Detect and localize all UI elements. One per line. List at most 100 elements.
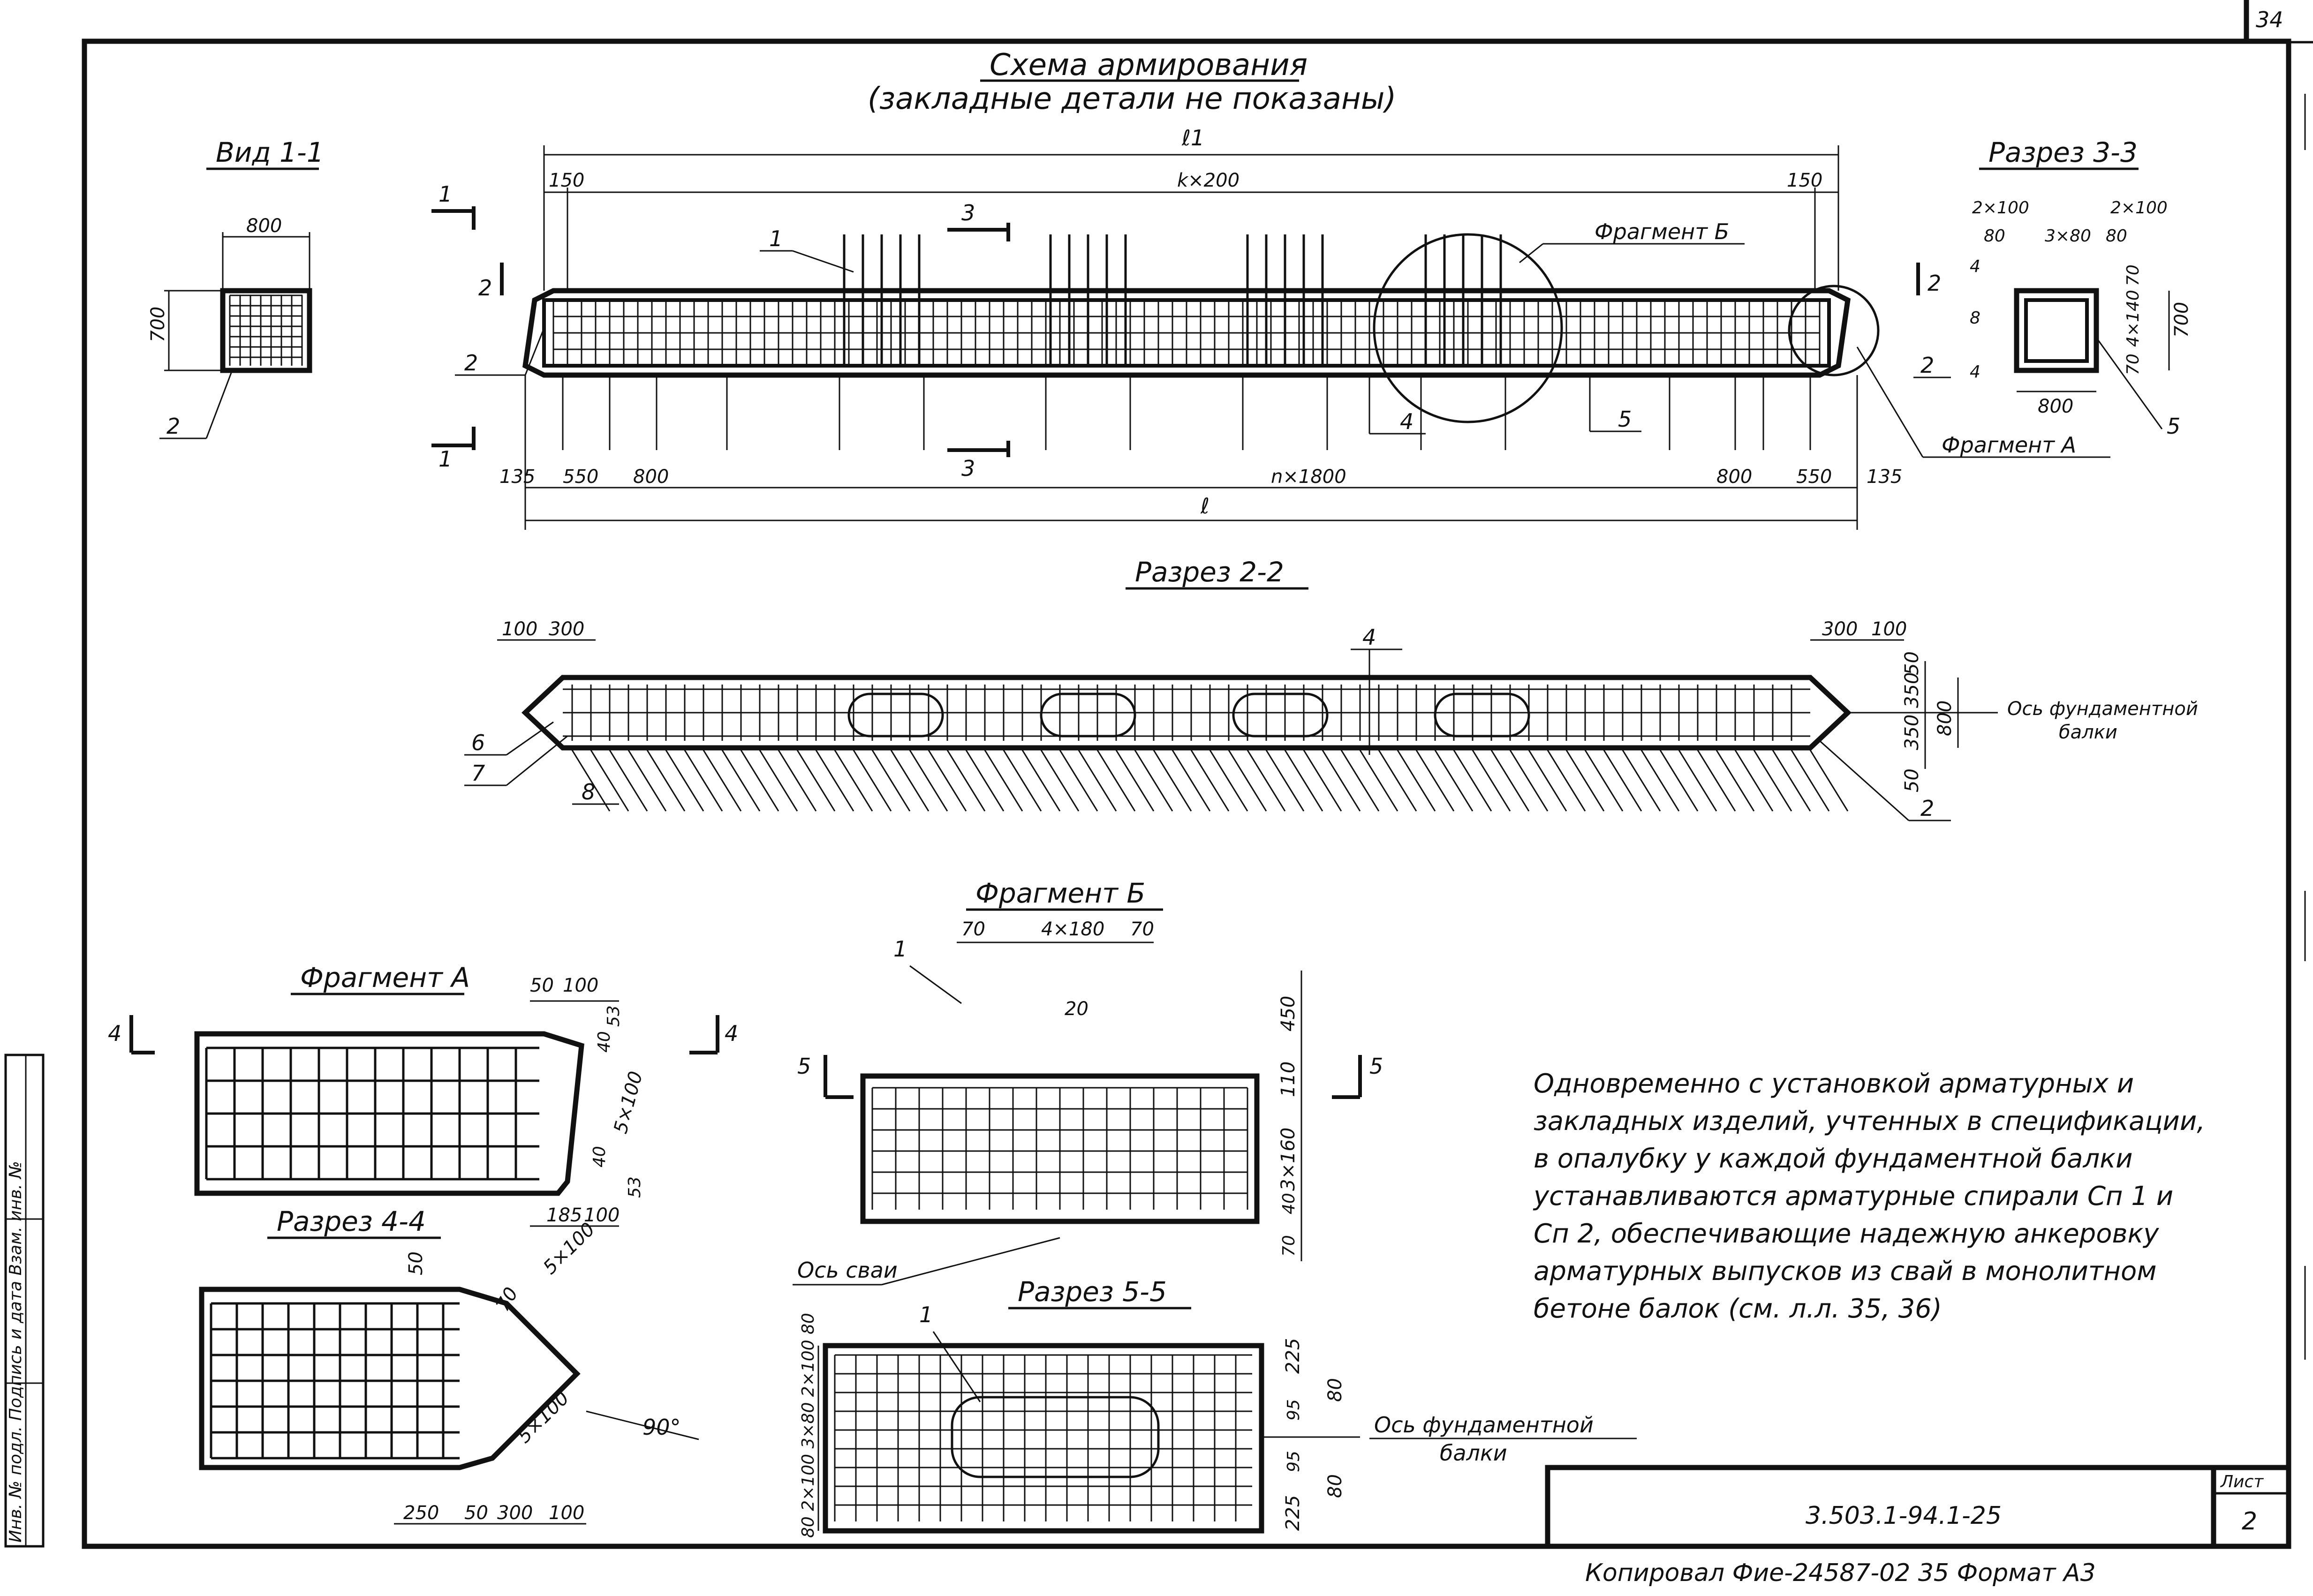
s44-dim-d5x100a: 5×100 [539,1219,599,1279]
section-4-4: Разрез 4-4 50 70 5×100 5×100 90° 250 50 … [199,1205,699,1525]
soil-hatch [1096,750,1136,812]
s33-dim-v70a: 70 [2124,264,2143,286]
fragment-b: Фрагмент Б 70 4×180 70 20 450 110 3×160 … [793,877,1383,1286]
note-line-4: устанавливаются арматурные спирали Сп 1 … [1533,1181,2173,1212]
s33-dim-b: 2×100 [2110,198,2168,218]
s33-dim-a: 2×100 [1972,198,2029,218]
cut-3-top: 3 [961,200,975,226]
dim-150-left: 150 [549,170,584,191]
s44-dim-b50: 50 [464,1502,488,1524]
note-line-6: арматурных выпусков из свай в монолитном [1534,1256,2157,1287]
s55-dim-r225b: 225 [1282,1495,1304,1531]
scheme-beam: Фрагмент Б Фрагмент А [522,219,2110,458]
soil-hatch [1415,750,1455,812]
fragB-dim-v3x160: 3×160 [1277,1128,1299,1191]
s44-dim-b100: 100 [549,1502,584,1524]
fragA-dim-b185: 185 [546,1205,582,1226]
fragA-dim-v40b: 40 [590,1146,609,1167]
sheet-number: 2 [2242,1507,2257,1536]
s33-dim-h3: 4 [1970,362,1980,382]
note-line-5: Сп 2, обеспечивающие надежную анкеровку [1534,1219,2159,1249]
s22-mark-8: 8 [582,779,595,805]
soil-hatch [1791,750,1830,812]
dim-l1: ℓ1 [1181,125,1204,151]
soil-hatch [665,750,704,812]
soil-hatch [646,750,686,812]
fragment-b-title: Фрагмент Б [975,877,1145,909]
soil-hatch [1040,750,1080,812]
s33-dim-v70b: 70 [2124,354,2143,375]
s55-left-dims: 80 2×100 3×80 2×100 80 [799,1313,818,1538]
scheme-title-line1: Схема армирования [990,48,1308,83]
soil-hatch [1716,750,1755,812]
soil-hatch [1640,750,1680,812]
fragment-a-callout [1788,285,1880,376]
fragB-cut-left: 5 [797,1054,811,1079]
s55-dim-r95a: 95 [1284,1399,1303,1421]
note-line-1: Одновременно с установкой арматурных и [1534,1069,2134,1099]
soil-hatch [871,750,911,812]
s22-axis-line2: балки [2059,722,2117,743]
fragB-dim-v450: 450 [1277,996,1299,1031]
soil-hatch [1115,750,1155,812]
mark-2-right: 2 [1920,353,1934,378]
s55-axis-line1: Ось фундаментной [1374,1412,1594,1438]
fragA-dim-v53b: 53 [625,1176,644,1198]
view-1-1-mark: 2 [166,414,180,439]
soil-hatch [1697,750,1736,812]
soil-hatch [1434,750,1474,812]
title-block: 3.503.1-94.1-25 Лист 2 Копировал Фие-245… [1545,1465,2291,1587]
soil-hatch [1247,750,1286,812]
soil-hatch [1153,750,1192,812]
s55-dim-v80b: 80 [1324,1474,1346,1498]
soil-hatch [1659,750,1699,812]
mark-5: 5 [1618,407,1632,432]
fragment-a-cut-left: 4 [108,1021,121,1046]
s33-dim-v700: 700 [2171,302,2192,338]
dim-800-right: 800 [1716,466,1752,488]
sheet-label: Лист [2220,1472,2264,1491]
soil-hatch [1265,750,1305,812]
dim-k200: k×200 [1177,170,1240,191]
soil-hatch [609,750,648,812]
soil-hatch [1228,750,1267,812]
section-3-3-title: Разрез 3-3 [1988,136,2138,168]
dim-n1800: n×1800 [1271,466,1346,488]
soil-hatch [1453,750,1492,812]
fragA-dim-a100: 100 [563,975,598,996]
soil-hatch [1209,750,1248,812]
soil-hatch [590,750,629,812]
cut-1-bottom: 1 [438,446,452,472]
fragment-b-label: Фрагмент Б [1595,219,1729,244]
s33-dim-v4x140: 4×140 [2124,290,2143,347]
fragA-dim-a50: 50 [530,975,554,996]
s22-mark-2: 2 [1920,796,1934,821]
soil-hatch [946,750,986,812]
view-1-1-height: 700 [147,307,169,342]
soil-hatch [984,750,1023,812]
document-code: 3.503.1-94.1-25 [1806,1502,2002,1530]
soil-hatch [834,750,873,812]
mark-1: 1 [769,226,783,251]
soil-hatch [1397,750,1436,812]
note-line-2: закладных изделий, учтенных в спецификац… [1534,1106,2205,1137]
s22-dim-r50b: 50 [1901,768,1923,792]
s22-dim-h800: 800 [1934,700,1956,736]
soil-hatch [627,750,667,812]
s22-axis-line1: Ось фундаментной [2007,698,2198,720]
soil-hatch [1734,750,1774,812]
soil-hatch [1059,750,1098,812]
view-1-1: Вид 1-1 800 700 2 [147,136,324,439]
soil-hatch [1584,750,1624,812]
s55-dim-r225a: 225 [1282,1338,1304,1374]
dim-550-right: 550 [1796,466,1832,488]
soil-hatch [1603,750,1642,812]
dim-l: ℓ [1200,493,1209,519]
fragA-dim-b100: 100 [584,1205,620,1226]
soil-hatch [1322,750,1361,812]
fragment-b-callout [1373,233,1563,423]
mark-4: 4 [1400,409,1414,434]
s44-dim-b250: 250 [403,1502,439,1524]
fragB-pile-axis: Ось сваи [797,1257,898,1283]
